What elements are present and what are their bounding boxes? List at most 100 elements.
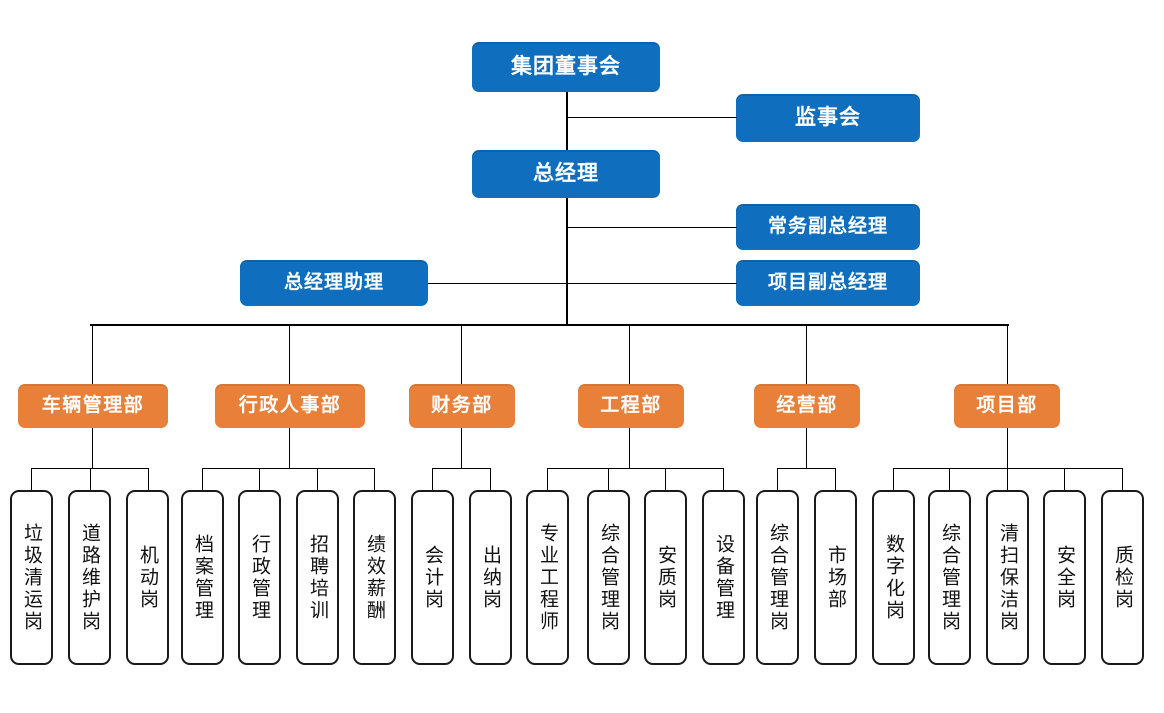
connector-dept2-leaf1: [202, 468, 203, 490]
connector-bus-to-dept-3: [461, 324, 462, 384]
connector-to-supervisory: [566, 117, 737, 118]
leaf-mobile-duty[interactable]: 机动岗: [126, 490, 169, 665]
connector-dept4-stem: [629, 428, 630, 468]
leaf-label: 道路维护岗: [79, 522, 100, 633]
node-supervisory-board[interactable]: 监事会: [736, 94, 920, 142]
leaf-equipment-management[interactable]: 设备管理: [702, 490, 745, 665]
leaf-cleaning-sanitation[interactable]: 清扫保洁岗: [986, 490, 1029, 665]
node-label: 行政人事部: [238, 394, 342, 416]
leaf-label: 数字化岗: [883, 533, 904, 622]
leaf-marketing[interactable]: 市场部: [814, 490, 857, 665]
node-label: 总经理: [533, 162, 599, 186]
leaf-label: 垃圾清运岗: [21, 522, 42, 633]
leaf-accounting[interactable]: 会计岗: [411, 490, 454, 665]
connector-dept4-leaf4: [723, 468, 724, 490]
connector-dept1-leaf3: [148, 468, 149, 490]
node-label: 车辆管理部: [41, 394, 145, 416]
leaf-safety-quality[interactable]: 安质岗: [644, 490, 687, 665]
connector-dept3-leaf2: [490, 468, 491, 490]
leaf-label: 档案管理: [192, 533, 213, 622]
connector-dept5-leaf2: [835, 468, 836, 490]
node-label: 项目部: [976, 394, 1038, 416]
leaf-label: 清扫保洁岗: [997, 522, 1018, 633]
connector-dept1-leaf2: [90, 468, 91, 490]
connector-dept2-leaf3: [317, 468, 318, 490]
connector-dept6-leaf5: [1122, 468, 1123, 490]
leaf-label: 专业工程师: [537, 522, 558, 633]
node-department-engineering[interactable]: 工程部: [578, 384, 684, 428]
node-general-manager[interactable]: 总经理: [472, 150, 660, 198]
node-executive-deputy-general-manager[interactable]: 常务副总经理: [736, 204, 920, 250]
connector-dept1-stem: [92, 428, 93, 468]
connector-dept5-leaf1: [777, 468, 778, 490]
leaf-archive-management[interactable]: 档案管理: [181, 490, 224, 665]
connector-bus-to-dept-2: [289, 324, 290, 384]
node-department-vehicle-management[interactable]: 车辆管理部: [18, 384, 168, 428]
leaf-label: 安全岗: [1054, 544, 1075, 611]
leaf-recruitment-training[interactable]: 招聘培训: [296, 490, 339, 665]
leaf-label: 行政管理: [249, 533, 270, 622]
connector-bus-to-dept-6: [1007, 324, 1008, 384]
node-label: 工程部: [600, 394, 662, 416]
node-board-of-directors[interactable]: 集团董事会: [472, 42, 660, 92]
connector-dept4-leaf2: [608, 468, 609, 490]
leaf-label: 质检岗: [1112, 544, 1133, 611]
leaf-label: 设备管理: [713, 533, 734, 622]
connector-dept6-stem: [1007, 428, 1008, 468]
connector-bus-to-dept-5: [806, 324, 807, 384]
connector-dept3-leaf1: [432, 468, 433, 490]
connector-dept1-leaf1: [31, 468, 32, 490]
connector-department-bus: [90, 324, 1009, 326]
node-label: 监事会: [795, 106, 861, 130]
leaf-administrative-management[interactable]: 行政管理: [238, 490, 281, 665]
connector-to-executive-deputy: [566, 227, 737, 228]
leaf-operations-general-management[interactable]: 综合管理岗: [756, 490, 799, 665]
connector-gm-to-bus: [566, 198, 568, 326]
leaf-label: 招聘培训: [307, 533, 328, 622]
connector-dept4-rail: [547, 468, 724, 469]
leaf-label: 综合管理岗: [598, 522, 619, 633]
connector-dept6-leaf1: [893, 468, 894, 490]
node-department-project[interactable]: 项目部: [954, 384, 1060, 428]
leaf-label: 出纳岗: [480, 544, 501, 611]
connector-to-project-deputy: [566, 283, 737, 284]
leaf-waste-transport[interactable]: 垃圾清运岗: [10, 490, 53, 665]
connector-dept6-leaf3: [1007, 468, 1008, 490]
leaf-safety[interactable]: 安全岗: [1043, 490, 1086, 665]
connector-bus-to-dept-1: [92, 324, 93, 384]
leaf-label: 会计岗: [422, 544, 443, 611]
leaf-label: 绩效薪酬: [364, 533, 385, 622]
connector-dept6-leaf4: [1064, 468, 1065, 490]
connector-dept6-rail: [893, 468, 1123, 469]
node-department-operations[interactable]: 经营部: [754, 384, 860, 428]
leaf-digitalization[interactable]: 数字化岗: [872, 490, 915, 665]
connector-to-assistant: [428, 283, 567, 284]
connector-dept3-stem: [461, 428, 462, 468]
connector-dept2-leaf4: [374, 468, 375, 490]
connector-dept5-stem: [806, 428, 807, 468]
node-general-manager-assistant[interactable]: 总经理助理: [240, 260, 428, 306]
connector-dept4-leaf1: [547, 468, 548, 490]
connector-dept2-leaf2: [259, 468, 260, 490]
node-project-deputy-general-manager[interactable]: 项目副总经理: [736, 260, 920, 306]
connector-dept3-rail: [432, 468, 491, 469]
node-label: 总经理助理: [283, 271, 384, 293]
connector-dept2-stem: [289, 428, 290, 468]
node-label: 集团董事会: [511, 55, 621, 79]
leaf-engineering-general-management[interactable]: 综合管理岗: [587, 490, 630, 665]
leaf-label: 机动岗: [137, 544, 158, 611]
node-department-finance[interactable]: 财务部: [409, 384, 515, 428]
node-label: 项目副总经理: [767, 271, 888, 293]
leaf-project-general-management[interactable]: 综合管理岗: [928, 490, 971, 665]
node-department-admin-hr[interactable]: 行政人事部: [215, 384, 365, 428]
leaf-cashier[interactable]: 出纳岗: [469, 490, 512, 665]
node-label: 常务副总经理: [767, 215, 888, 237]
leaf-label: 安质岗: [655, 544, 676, 611]
connector-dept5-rail: [777, 468, 836, 469]
leaf-quality-inspection[interactable]: 质检岗: [1101, 490, 1144, 665]
leaf-performance-compensation[interactable]: 绩效薪酬: [353, 490, 396, 665]
leaf-road-maintenance[interactable]: 道路维护岗: [68, 490, 111, 665]
leaf-professional-engineer[interactable]: 专业工程师: [526, 490, 569, 665]
connector-board-to-gm: [566, 92, 568, 150]
